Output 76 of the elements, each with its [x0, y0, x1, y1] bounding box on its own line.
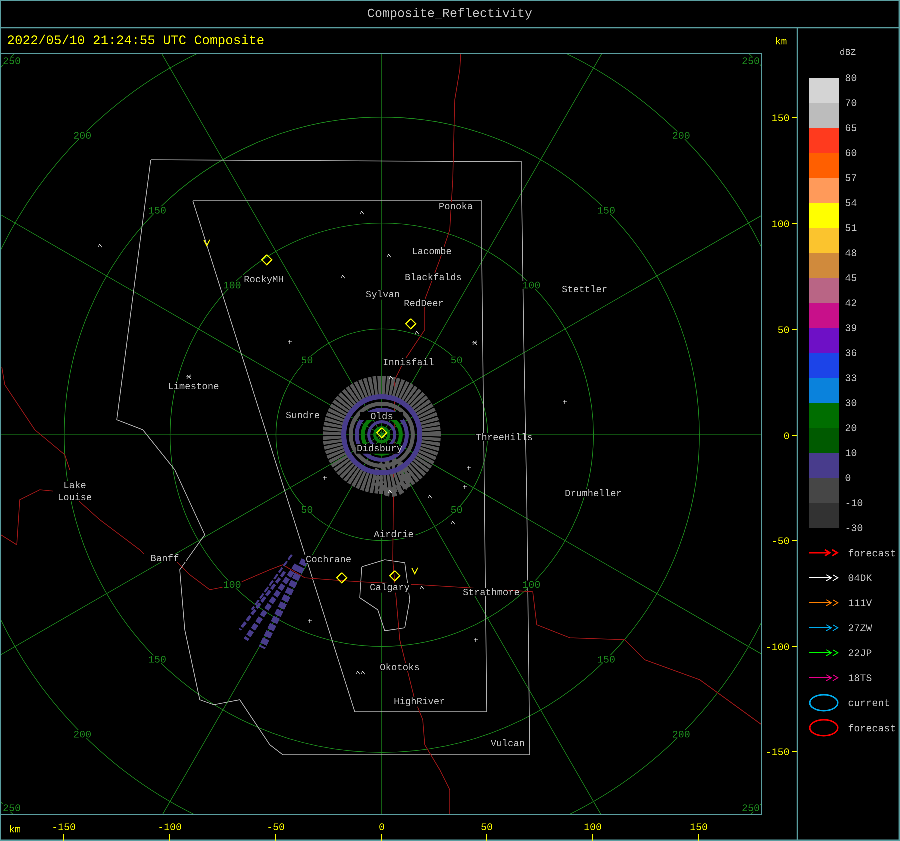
scale-label: 80: [846, 74, 857, 82]
axis-tick-label: 150: [690, 824, 708, 841]
place-label: Drumheller: [564, 489, 622, 497]
legend-label: 22JP: [848, 650, 872, 656]
scale-label: -10: [846, 500, 863, 506]
scale-label: 33: [846, 374, 857, 382]
scale-label: 20: [846, 424, 857, 432]
range-ring-label: 150: [148, 206, 167, 214]
legend-label: current: [848, 700, 890, 706]
axis-tick-label: -100: [160, 824, 182, 841]
place-label: Strathmore: [462, 588, 520, 596]
scale-label: 45: [846, 274, 857, 282]
range-ring-label: 250: [2, 57, 22, 65]
legend-label: 27ZW: [848, 624, 872, 632]
axis-tick-label: 150: [772, 114, 798, 122]
axis-tick-label: 50: [778, 326, 798, 334]
chart-title: Composite_Reflectivity: [368, 8, 532, 20]
place-label: Okotoks: [378, 663, 422, 671]
axis-tick-label: -100: [767, 644, 798, 650]
scale-unit-label: dBZ: [840, 48, 856, 56]
place-label: Ponoka: [434, 202, 478, 210]
scale-label: 51: [846, 224, 857, 232]
legend-label: 18TS: [848, 674, 872, 682]
axis-tick-label: 0: [380, 824, 384, 841]
legend-label: 111V: [848, 600, 872, 606]
scale-label: 70: [846, 100, 857, 106]
place-label: Innisfail: [382, 358, 434, 366]
place-label: Banff: [144, 554, 186, 562]
range-ring-label: 150: [148, 656, 167, 664]
scale-label: -30: [846, 524, 863, 532]
range-ring-label: 250: [742, 804, 760, 812]
place-label: Blackfalds: [404, 273, 462, 281]
place-label: Lake Louise: [54, 481, 96, 501]
scale-label: 60: [846, 150, 857, 156]
legend-label: 04DK: [848, 574, 872, 582]
place-label: Limestone: [168, 382, 219, 390]
place-label: Cochrane: [306, 555, 351, 563]
range-ring-label: 150: [597, 206, 616, 214]
scale-label: 42: [846, 300, 856, 306]
range-ring-label: 150: [597, 656, 616, 664]
axis-tick-label: -50: [773, 538, 798, 544]
range-ring-label: 200: [73, 730, 92, 738]
axis-tick-label: 100: [584, 824, 602, 841]
range-ring-label: 200: [672, 730, 691, 738]
axis-tick-label: -150: [54, 824, 76, 841]
axis-tick-label: -50: [268, 824, 284, 841]
scale-label: 65: [846, 124, 857, 132]
axis-tick-label: 100: [772, 220, 798, 228]
scale-label: 10: [846, 450, 857, 456]
axis-title: 2022/05/10 21:24:55 UTC Composite: [8, 34, 264, 48]
scale-label: 39: [846, 324, 857, 332]
legend-label: forecast: [848, 724, 896, 732]
scale-label: 54: [846, 200, 857, 206]
place-label: HighRiver: [394, 697, 444, 707]
place-label: Vulcan: [486, 739, 530, 747]
range-ring-label: 250: [742, 57, 760, 65]
scale-label: 30: [846, 400, 857, 406]
axis-tick-label: 50: [482, 824, 492, 841]
axis-tick-label: -150: [767, 748, 798, 756]
place-label: Lacombe: [410, 247, 454, 255]
axis-unit-label: km: [10, 825, 20, 833]
legend-label: forecast: [848, 549, 896, 557]
scale-label: 36: [846, 350, 857, 356]
place-label: Calgary: [368, 583, 412, 593]
place-label: Stettler: [562, 285, 607, 293]
scale-label: 57: [846, 174, 856, 182]
scale-label: 0: [846, 474, 851, 482]
range-ring-label: 250: [2, 804, 22, 812]
scale-label: 48: [846, 250, 857, 256]
range-ring-label: 200: [672, 132, 691, 140]
place-label: Sylvan: [362, 290, 404, 300]
place-label: RockyMH: [242, 275, 286, 285]
range-ring-label: 200: [73, 132, 92, 140]
axis-unit-label: km: [776, 37, 787, 45]
place-label: RedDeer: [402, 299, 446, 307]
axis-tick-label: 0: [784, 432, 798, 440]
